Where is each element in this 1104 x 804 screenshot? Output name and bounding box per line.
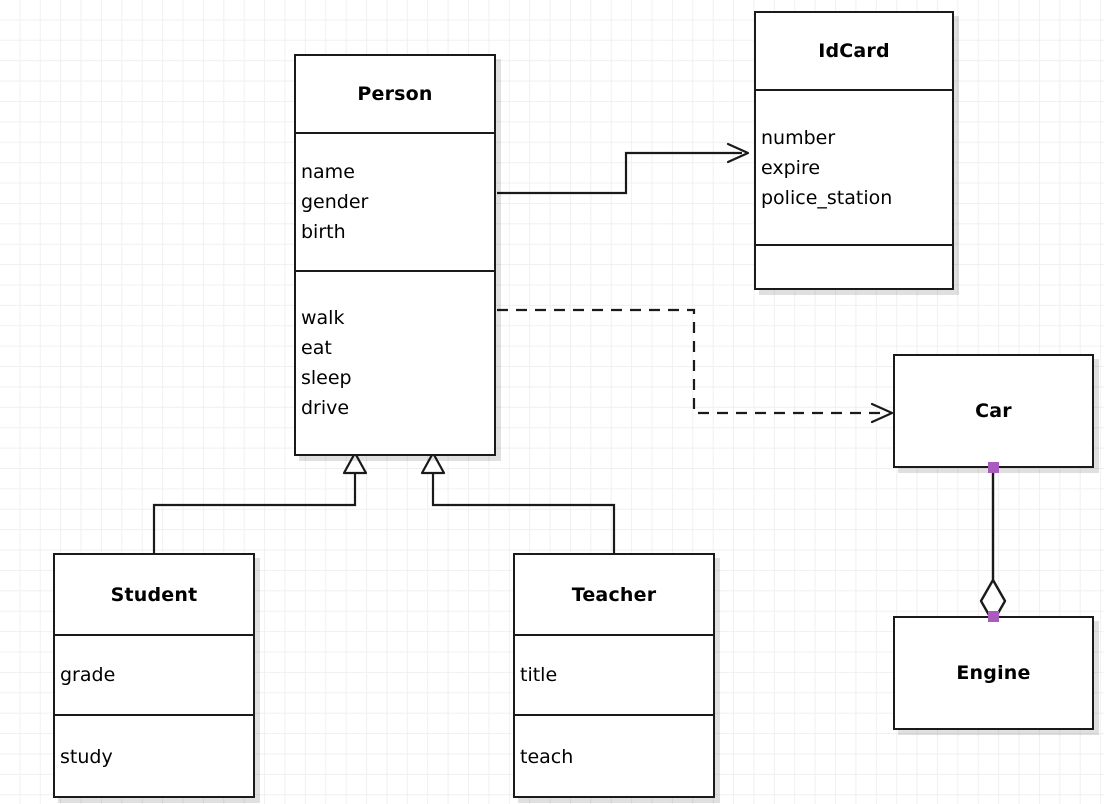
- methods-student: study: [55, 714, 253, 798]
- aggregation-car-engine[interactable]: [979, 468, 1007, 624]
- connection-handle-engine[interactable]: [988, 611, 999, 622]
- methods-idcard: [756, 244, 952, 288]
- attribute-item: police_station: [761, 186, 893, 209]
- attribute-item: number: [761, 126, 836, 149]
- class-name-idcard: IdCard: [818, 40, 890, 62]
- generalization-student-person[interactable]: [152, 451, 368, 553]
- class-box-person[interactable]: Person name gender birth walk eat sleep …: [294, 54, 496, 456]
- class-box-engine[interactable]: Engine: [893, 616, 1094, 730]
- class-box-teacher[interactable]: Teacher title teach: [513, 553, 715, 798]
- method-item: study: [60, 746, 113, 768]
- attribute-item: title: [520, 664, 558, 686]
- methods-teacher: teach: [515, 714, 713, 798]
- method-item: teach: [520, 746, 574, 768]
- attributes-student: grade: [55, 634, 253, 714]
- attribute-item: birth: [301, 221, 346, 243]
- method-item: walk: [301, 307, 345, 329]
- method-item: drive: [301, 397, 350, 419]
- class-box-student[interactable]: Student grade study: [53, 553, 255, 798]
- attribute-item: gender: [301, 191, 369, 213]
- attribute-item: name: [301, 161, 355, 183]
- association-person-idcard[interactable]: [497, 142, 750, 195]
- class-box-idcard[interactable]: IdCard number expire police_station: [754, 11, 954, 290]
- attributes-idcard: number expire police_station: [756, 89, 952, 244]
- attributes-person: name gender birth: [296, 132, 494, 270]
- attribute-item: expire: [761, 156, 821, 179]
- class-name-car: Car: [975, 400, 1012, 422]
- dependency-person-car[interactable]: [497, 308, 894, 424]
- method-item: eat: [301, 337, 332, 359]
- connection-handle-car[interactable]: [988, 462, 999, 473]
- attribute-item: grade: [60, 664, 116, 686]
- class-name-engine: Engine: [956, 662, 1031, 684]
- generalization-teacher-person[interactable]: [420, 451, 616, 553]
- class-box-car[interactable]: Car: [893, 354, 1094, 468]
- class-name-teacher: Teacher: [571, 583, 657, 606]
- attributes-teacher: title: [515, 634, 713, 714]
- class-name-student: Student: [110, 583, 198, 606]
- method-item: sleep: [301, 367, 352, 389]
- class-name-person: Person: [357, 83, 433, 105]
- methods-person: walk eat sleep drive: [296, 270, 494, 454]
